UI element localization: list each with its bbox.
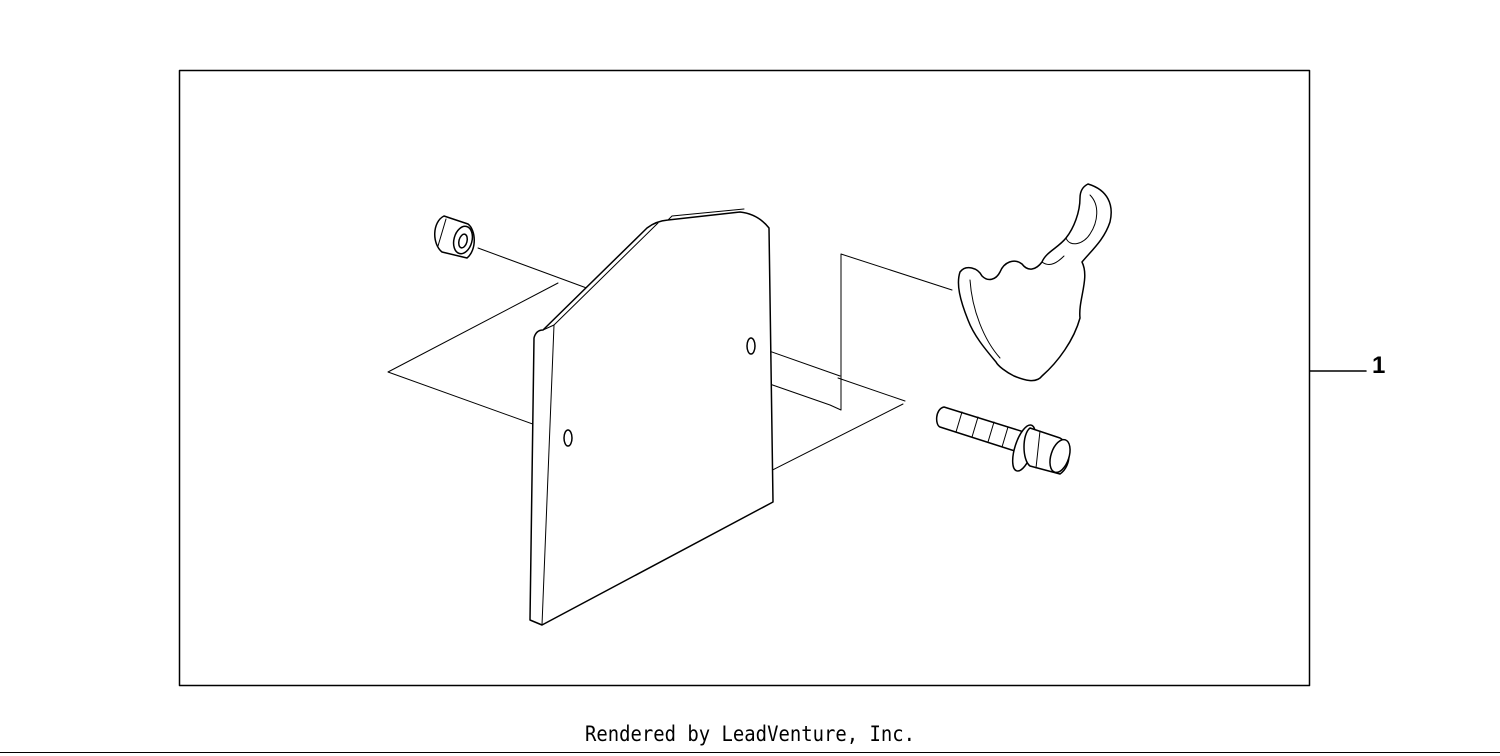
spacer-collar-icon [434, 215, 475, 259]
callout-1-label: 1 [1372, 352, 1386, 379]
plate-upper-hole [746, 337, 756, 355]
fender-bracket-icon [957, 183, 1112, 382]
mud-flap-plate-icon [529, 208, 774, 626]
diagram-frame [178, 69, 1311, 687]
bottom-rule [0, 752, 1500, 753]
flange-bolt-icon [935, 406, 1071, 475]
render-credit: Rendered by LeadVenture, Inc. [585, 722, 915, 746]
plate-lower-hole [563, 429, 573, 447]
